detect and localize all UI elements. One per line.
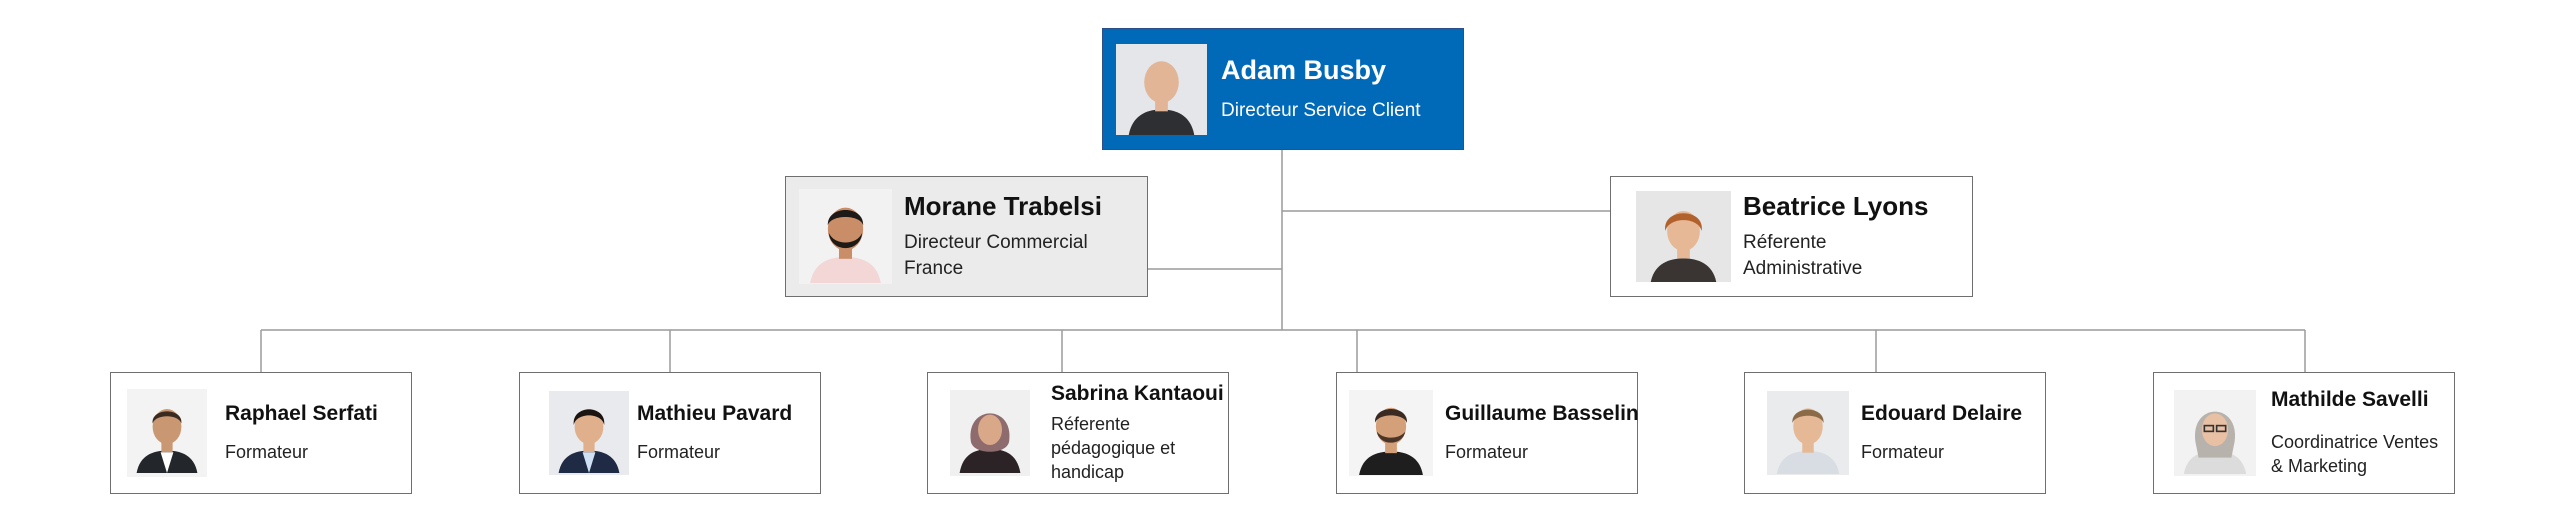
staff-role: Formateur xyxy=(1861,441,1945,462)
staff-name: Edouard Delaire xyxy=(1861,401,2023,425)
org-node-staff[interactable]: Guillaume Basselin Formateur xyxy=(1336,372,1639,494)
manager-role: Réferente Administrative xyxy=(1743,232,1863,279)
org-node-staff[interactable]: Sabrina Kantaoui Réferente pédagogique e… xyxy=(927,372,1229,494)
portrait-photo-icon xyxy=(1116,43,1207,135)
staff-role: Coordinatrice Ventes & Marketing xyxy=(2271,431,2439,476)
staff-name: Guillaume Basselin xyxy=(1445,401,1639,425)
manager-name: Morane Trabelsi xyxy=(904,191,1102,222)
org-node-director[interactable]: Adam Busby Directeur Service Client xyxy=(1102,28,1464,150)
portrait-photo-icon xyxy=(1349,390,1433,476)
portrait-photo-icon xyxy=(1767,391,1849,475)
org-node-staff[interactable]: Mathieu Pavard Formateur xyxy=(519,372,821,494)
portrait-photo-icon xyxy=(549,391,629,475)
staff-name: Raphael Serfati xyxy=(225,401,378,425)
portrait-photo-icon xyxy=(799,189,892,284)
director-role: Directeur Service Client xyxy=(1221,99,1421,121)
staff-name: Sabrina Kantaoui xyxy=(1051,381,1224,405)
staff-role: Formateur xyxy=(637,441,721,462)
portrait-photo-icon xyxy=(950,390,1030,476)
staff-role: Formateur xyxy=(225,441,309,462)
org-node-staff[interactable]: Edouard Delaire Formateur xyxy=(1744,372,2046,494)
org-node-staff[interactable]: Mathilde Savelli Coordinatrice Ventes & … xyxy=(2153,372,2455,494)
manager-role: Directeur Commercial France xyxy=(904,232,1088,279)
staff-name: Mathieu Pavard xyxy=(637,401,793,425)
staff-role: Réferente pédagogique et handicap xyxy=(1051,413,1176,483)
portrait-photo-icon xyxy=(2174,390,2256,476)
org-node-manager[interactable]: Morane Trabelsi Directeur Commercial Fra… xyxy=(785,176,1148,297)
manager-name: Beatrice Lyons xyxy=(1743,191,1929,222)
org-node-manager[interactable]: Beatrice Lyons Réferente Administrative xyxy=(1610,176,1973,297)
staff-role: Formateur xyxy=(1445,441,1529,462)
portrait-photo-icon xyxy=(127,389,207,477)
portrait-photo-icon xyxy=(1636,191,1731,282)
director-name: Adam Busby xyxy=(1221,54,1387,85)
staff-name: Mathilde Savelli xyxy=(2271,387,2429,411)
org-node-staff[interactable]: Raphael Serfati Formateur xyxy=(110,372,412,494)
